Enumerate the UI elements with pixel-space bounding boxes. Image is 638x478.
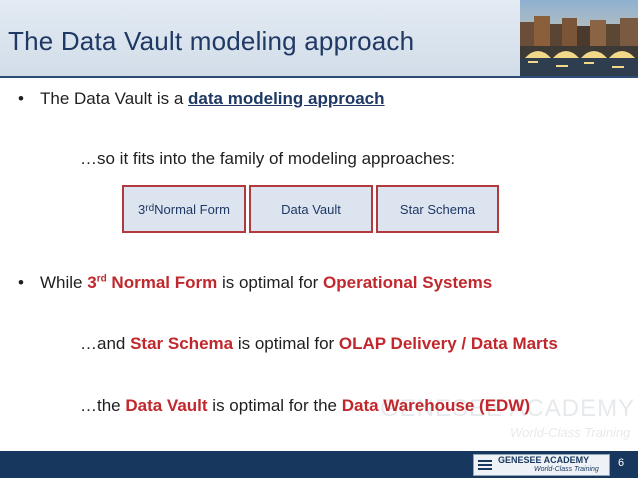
bullet-1-highlight: data modeling approach — [188, 89, 385, 108]
bullet-1: • The Data Vault is a data modeling appro… — [18, 89, 385, 109]
title-bar: The Data Vault modeling approach — [0, 0, 638, 76]
box-data-vault: Data Vault — [249, 185, 373, 233]
sub-3-b: Data Vault — [125, 396, 208, 415]
header-photo — [520, 0, 638, 76]
bullet-2: • While 3rd Normal Form is optimal for Op… — [18, 273, 492, 293]
box-label-rest: Normal Form — [154, 201, 230, 217]
box-star-schema: Star Schema — [376, 185, 499, 233]
watermark-logo: GENESEE ACADEMY World-Class Training — [380, 395, 638, 445]
sub-2-a: …and — [80, 334, 131, 353]
bullet-2-b-sup: rd — [96, 273, 107, 285]
sub-3-d: Data Warehouse (EDW) — [341, 396, 531, 415]
sub-line-3: …the Data Vault is optimal for the Data … — [80, 396, 530, 416]
bullet-1-text: The Data Vault is a — [40, 89, 189, 108]
sub-line-1: …so it fits into the family of modeling … — [80, 149, 456, 168]
bullet-2-b-rest: Normal Form — [106, 273, 218, 292]
sub-3-a: …the — [80, 396, 126, 415]
sub-line-2: …and Star Schema is optimal for OLAP Del… — [80, 334, 558, 354]
bullet-dot-icon: • — [18, 89, 24, 108]
logo-mark-icon — [478, 460, 492, 470]
bullet-2-a: While — [40, 273, 88, 292]
logo-name: GENESEE ACADEMY — [498, 455, 590, 465]
sub-2-d: OLAP Delivery / Data Marts — [338, 334, 558, 353]
bullet-2-c: is optimal for — [217, 273, 324, 292]
watermark-tagline: World-Class Training — [510, 425, 631, 440]
sub-2-b: Star Schema — [130, 334, 234, 353]
bullet-2-d: Operational Systems — [323, 273, 493, 292]
bullet-2-b: 3rd Normal Form — [87, 273, 217, 292]
logo-tagline: World-Class Training — [534, 466, 599, 473]
page-number: 6 — [618, 457, 625, 469]
footer-logo: GENESEE ACADEMY World-Class Training — [473, 454, 610, 476]
title-divider — [0, 76, 638, 78]
bullet-2-b-base: 3 — [87, 273, 97, 292]
sub-2-c: is optimal for — [233, 334, 339, 353]
slide-title: The Data Vault modeling approach — [8, 26, 415, 56]
bullet-dot-icon: • — [18, 273, 24, 292]
sub-3-c: is optimal for the — [207, 396, 342, 415]
watermark-name: GENESEE ACADEMY — [380, 395, 636, 422]
box-label-base: 3 — [138, 201, 146, 217]
